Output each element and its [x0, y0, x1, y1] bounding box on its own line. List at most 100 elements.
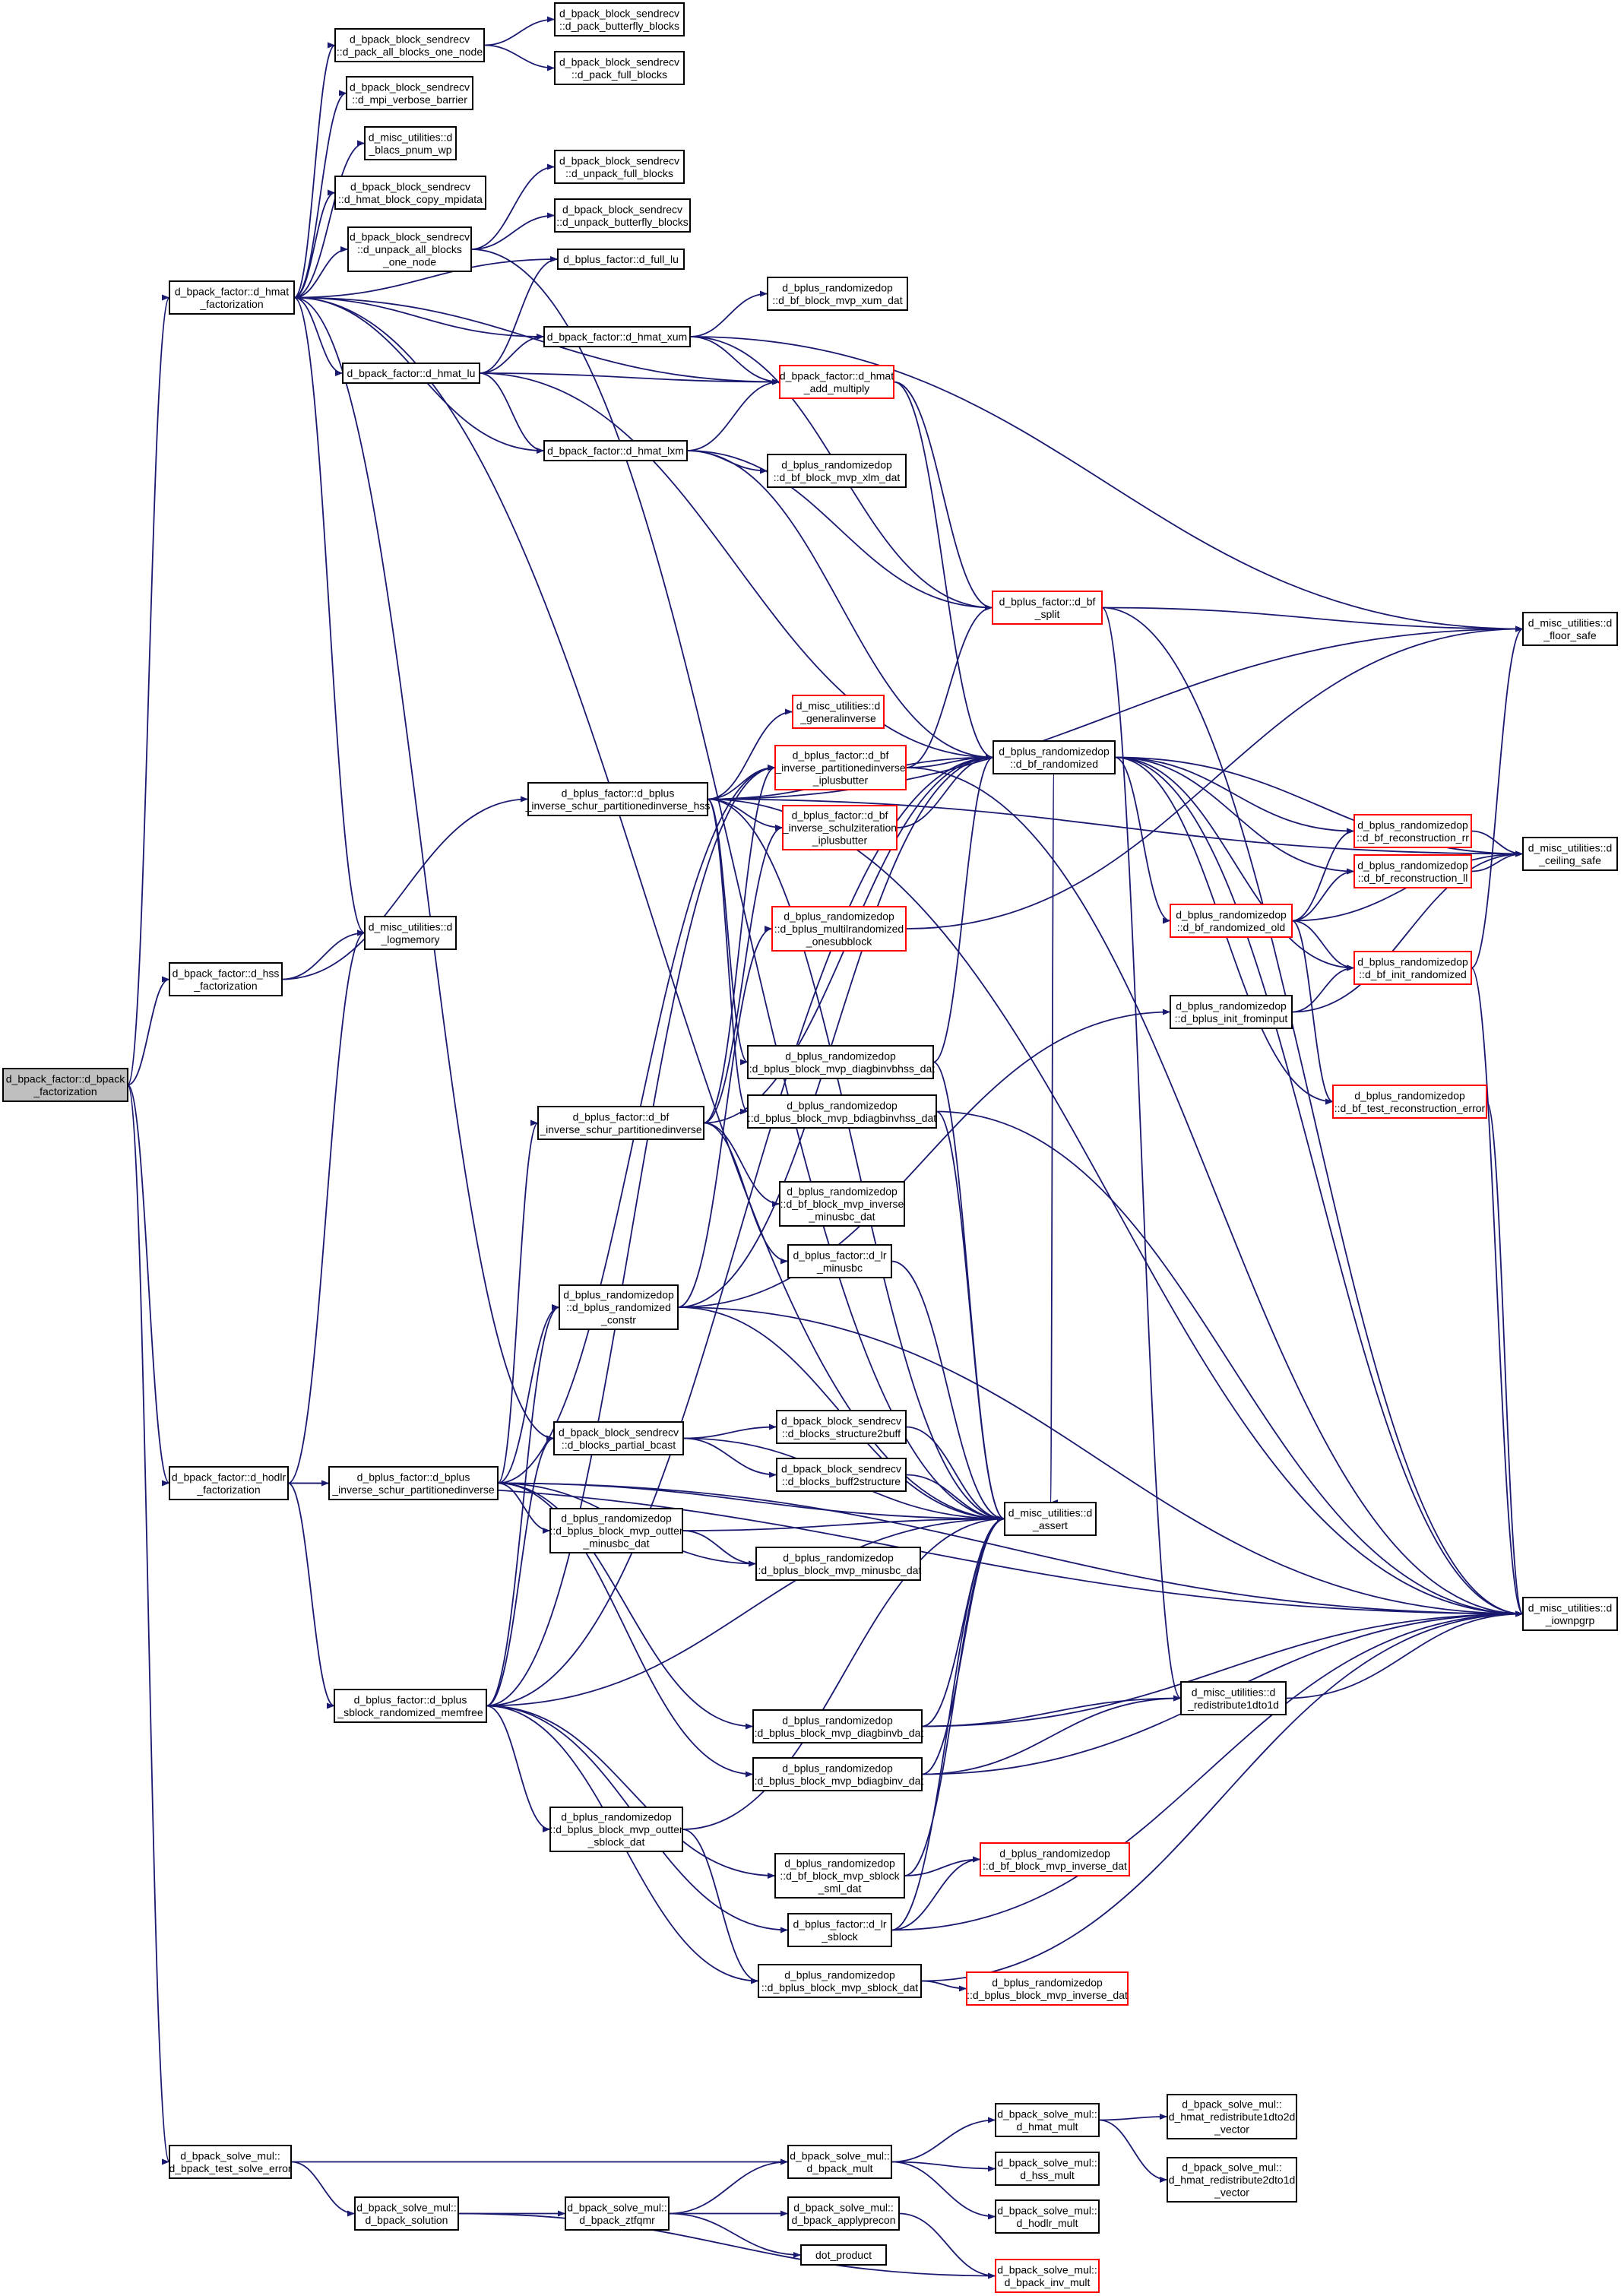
function-node-applyprecon[interactable]: d_bpack_solve_mul::d_bpack_applyprecon	[787, 2196, 900, 2231]
function-node-bplus-inv-schur-part[interactable]: d_bplus_factor::d_bplus_inverse_schur_pa…	[328, 1466, 499, 1500]
function-node-bf-inv-schur-part[interactable]: d_bplus_factor::d_bf_inverse_schur_parti…	[537, 1106, 704, 1140]
function-node-init-frominput[interactable]: d_bplus_randomizedop::d_bplus_init_fromi…	[1170, 995, 1293, 1029]
function-node-bf-inv-schulz[interactable]: d_bplus_factor::d_bf_inverse_schulzitera…	[782, 805, 898, 850]
node-label-line: d_bplus_factor::d_lr	[793, 1918, 887, 1930]
function-node-hss-fact[interactable]: d_bpack_factor::d_hss_factorization	[169, 962, 283, 996]
function-node-full-lu[interactable]: d_bplus_factor::d_full_lu	[557, 249, 685, 270]
function-node-pack-butterfly[interactable]: d_bpack_block_sendrecv::d_pack_butterfly…	[554, 2, 685, 36]
function-node-inv-mult[interactable]: d_bpack_solve_mul::d_bpack_inv_mult	[995, 2259, 1100, 2293]
function-node-diaginvbhss[interactable]: d_bplus_randomizedop::d_bplus_block_mvp_…	[746, 1045, 935, 1079]
function-node-bf-mvp-inv-minusbc[interactable]: d_bplus_randomizedop::d_bf_block_mvp_inv…	[779, 1181, 905, 1227]
node-box	[334, 28, 485, 62]
function-node-multilr-onesub[interactable]: d_bplus_randomizedop::d_bplus_multilrand…	[771, 906, 907, 952]
function-node-mvp-sblock[interactable]: d_bplus_randomizedop::d_bplus_block_mvp_…	[758, 1964, 922, 1998]
node-box	[782, 805, 898, 850]
function-node-bf-mvp-xum[interactable]: d_bplus_randomizedop::d_bf_block_mvp_xum…	[767, 277, 908, 311]
node-label-line: _sml_dat	[818, 1883, 862, 1895]
function-node-bf-inv-part-iplus[interactable]: d_bplus_factor::d_bf_inverse_partitioned…	[774, 745, 907, 790]
call-edge-blocks_struct2buff-to-assert	[905, 1426, 1005, 1522]
function-node-bf-mvp-sblock-sml[interactable]: d_bplus_randomizedop::d_bf_block_mvp_sbl…	[774, 1853, 905, 1899]
call-edge-bplus_rand_constr-to-multilr_onesub	[677, 926, 773, 1308]
function-node-unpack-full[interactable]: d_bpack_block_sendrecv::d_unpack_full_bl…	[554, 150, 685, 184]
function-node-floor-safe[interactable]: d_misc_utilities::d_floor_safe	[1522, 612, 1618, 646]
function-node-bf-test-recon[interactable]: d_bplus_randomizedop::d_bf_test_reconstr…	[1332, 1085, 1487, 1119]
node-box	[1522, 1597, 1618, 1631]
function-node-ceiling-safe[interactable]: d_misc_utilities::d_ceiling_safe	[1522, 837, 1618, 871]
function-node-dot-product[interactable]: dot_product	[800, 2244, 887, 2266]
function-node-hmat-mult[interactable]: d_bpack_solve_mul::d_hmat_mult	[995, 2103, 1100, 2137]
node-box	[169, 962, 283, 996]
call-edge-hodlr_fact-to-sblock_rand_memfree	[287, 1482, 335, 1709]
function-node-mvp-minusbc[interactable]: d_bplus_randomizedop::d_bplus_block_mvp_…	[755, 1547, 922, 1581]
function-node-unpack-butterfly[interactable]: d_bpack_block_sendrecv::d_unpack_butterf…	[554, 198, 691, 233]
function-node-bf-split[interactable]: d_bplus_factor::d_bf_split	[992, 591, 1103, 625]
function-node-hmat-lu[interactable]: d_bpack_factor::d_hmat_lu	[342, 363, 480, 384]
function-node-hmat-add-mult[interactable]: d_bpack_factor::d_hmat_add_multiply	[779, 365, 894, 399]
function-node-bf-mvp-xlm[interactable]: d_bplus_randomizedop::d_bf_block_mvp_xlm…	[767, 454, 907, 488]
call-edge-bf_split-to-redistribute1dto1d	[1101, 606, 1182, 1702]
function-node-bf-mvp-inverse[interactable]: d_bplus_randomizedop::d_bf_block_mvp_inv…	[980, 1842, 1130, 1876]
function-node-bpack-mult[interactable]: d_bpack_solve_mul::d_bpack_mult	[787, 2145, 892, 2179]
function-node-hmat-redist-2to1[interactable]: d_bpack_solve_mul::d_hmat_redistribute2d…	[1167, 2157, 1297, 2203]
function-node-bf-rand-old[interactable]: d_bplus_randomizedop::d_bf_randomized_ol…	[1170, 904, 1293, 938]
node-label-line: _split	[1034, 608, 1060, 620]
function-node-mvp-bdiagbinv[interactable]: d_bplus_randomizedop::d_bplus_block_mvp_…	[752, 1757, 924, 1791]
function-node-bplus-rand-constr[interactable]: d_bplus_randomizedop::d_bplus_randomized…	[559, 1284, 679, 1330]
function-node-hmat-fact[interactable]: d_bpack_factor::d_hmat_factorization	[169, 280, 295, 315]
function-node-unpack-all[interactable]: d_bpack_block_sendrecv::d_unpack_all_blo…	[347, 226, 472, 272]
node-label-line: _generalinverse	[799, 712, 876, 724]
function-node-ztfqmr[interactable]: d_bpack_solve_mul::d_bpack_ztfqmr	[565, 2196, 670, 2231]
function-node-hodlr-mult[interactable]: d_bpack_solve_mul::d_hodlr_mult	[995, 2199, 1100, 2234]
call-edge-bf_init_rand-to-floor_safe	[1471, 625, 1524, 969]
function-node-bpack-solution[interactable]: d_bpack_solve_mul::d_bpack_solution	[354, 2196, 459, 2231]
function-node-bf-randomized[interactable]: d_bplus_randomizedop::d_bf_randomized	[993, 740, 1116, 774]
function-node-iownpgrp[interactable]: d_misc_utilities::d_iownpgrp	[1522, 1597, 1618, 1631]
function-node-blocks-partial-bcast[interactable]: d_bpack_block_sendrecv::d_blocks_partial…	[553, 1421, 684, 1455]
function-node-blocks-struct2buff[interactable]: d_bpack_block_sendrecv::d_blocks_structu…	[776, 1410, 907, 1444]
function-node-redistribute1dto1d[interactable]: d_misc_utilities::d_redistribute1dto1d	[1180, 1681, 1287, 1715]
call-edge-mvp_outter_sblock-to-assert	[682, 1515, 1005, 1830]
function-node-lr-sblock[interactable]: d_bplus_factor::d_lr_sblock	[787, 1913, 892, 1947]
function-node-hss-mult[interactable]: d_bpack_solve_mul::d_hss_mult	[995, 2152, 1100, 2186]
node-box	[776, 1458, 907, 1492]
node-label-line: _inverse_schulziteration	[782, 822, 897, 834]
function-node-hmat-block-copy[interactable]: d_bpack_block_sendrecv::d_hmat_block_cop…	[334, 176, 486, 210]
function-node-pack-all[interactable]: d_bpack_block_sendrecv::d_pack_all_block…	[334, 28, 485, 62]
call-edge-blocks_partial_bcast-to-blocks_buff2struct	[682, 1437, 777, 1478]
node-label-line: d_bpack_applyprecon	[792, 2214, 896, 2226]
call-edge-sblock_rand_memfree-to-assert	[486, 1515, 1005, 1707]
call-edge-diaginvbhss-to-assert	[932, 1061, 1005, 1522]
function-node-hmat-lxm[interactable]: d_bpack_factor::d_hmat_lxm	[543, 440, 688, 461]
node-label-line: d_misc_utilities::d	[369, 920, 453, 933]
function-node-mvp-diagbinvb[interactable]: d_bplus_randomizedop::d_bplus_block_mvp_…	[752, 1709, 924, 1743]
node-label-line: _add_multiply	[803, 382, 869, 394]
function-node-blacs-pnum[interactable]: d_misc_utilities::d_blacs_pnum_wp	[364, 126, 457, 160]
function-node-root[interactable]: d_bpack_factor::d_bpack_factorization	[2, 1068, 128, 1102]
function-node-hodlr-fact[interactable]: d_bpack_factor::d_hodlr_factorization	[169, 1466, 289, 1500]
function-node-bplus-mvp-inverse[interactable]: d_bplus_randomizedop::d_bplus_block_mvp_…	[966, 1971, 1129, 2006]
function-node-sblock-rand-memfree[interactable]: d_bplus_factor::d_bplus_sblock_randomize…	[334, 1689, 487, 1723]
function-node-lr-minusbc[interactable]: d_bplus_factor::d_lr_minusbc	[787, 1244, 892, 1278]
node-box	[169, 2145, 292, 2179]
node-label-line: ::d_bf_test_reconstruction_error	[1334, 1102, 1486, 1114]
function-node-pack-full[interactable]: d_bpack_block_sendrecv::d_pack_full_bloc…	[554, 51, 685, 85]
function-node-bplus-inv-schur-hss[interactable]: d_bplus_factor::d_bplus_inverse_schur_pa…	[525, 782, 711, 816]
function-node-mpi-verbose[interactable]: d_bpack_block_sendrecv::d_mpi_verbose_ba…	[346, 76, 473, 110]
function-node-assert[interactable]: d_misc_utilities::d_assert	[1004, 1502, 1097, 1536]
function-node-hmat-xum[interactable]: d_bpack_factor::d_hmat_xum	[543, 326, 691, 347]
function-node-generalinverse[interactable]: d_misc_utilities::d_generalinverse	[792, 695, 885, 729]
call-edge-hmat_lxm-to-bf_split	[686, 450, 993, 611]
function-node-mvp-outter-sblock[interactable]: d_bplus_randomizedop::d_bplus_block_mvp_…	[549, 1807, 683, 1852]
function-node-logmemory[interactable]: d_misc_utilities::d_logmemory	[364, 916, 457, 950]
node-label-line: ::d_blocks_structure2buff	[782, 1427, 901, 1439]
function-node-blocks-buff2struct[interactable]: d_bpack_block_sendrecv::d_blocks_buff2st…	[776, 1458, 907, 1492]
function-node-bdiaginvhss[interactable]: d_bplus_randomizedop::d_bplus_block_mvp_…	[747, 1094, 937, 1129]
function-node-mvp-outter-minusbc[interactable]: d_bplus_randomizedop::d_bplus_block_mvp_…	[549, 1508, 683, 1553]
function-node-bf-recon-rr[interactable]: d_bplus_randomizedop::d_bf_reconstructio…	[1353, 814, 1472, 848]
function-node-test-solve[interactable]: d_bpack_solve_mul::d_bpack_test_solve_er…	[169, 2145, 292, 2179]
node-box	[774, 745, 907, 790]
function-node-bf-init-rand[interactable]: d_bplus_randomizedop::d_bf_init_randomiz…	[1353, 951, 1472, 985]
function-node-bf-recon-ll[interactable]: d_bplus_randomizedop::d_bf_reconstructio…	[1353, 854, 1472, 888]
function-node-hmat-redist-1to2[interactable]: d_bpack_solve_mul::d_hmat_redistribute1d…	[1167, 2094, 1297, 2139]
node-label-line: _inverse_schur_partitionedinverse	[331, 1484, 494, 1496]
